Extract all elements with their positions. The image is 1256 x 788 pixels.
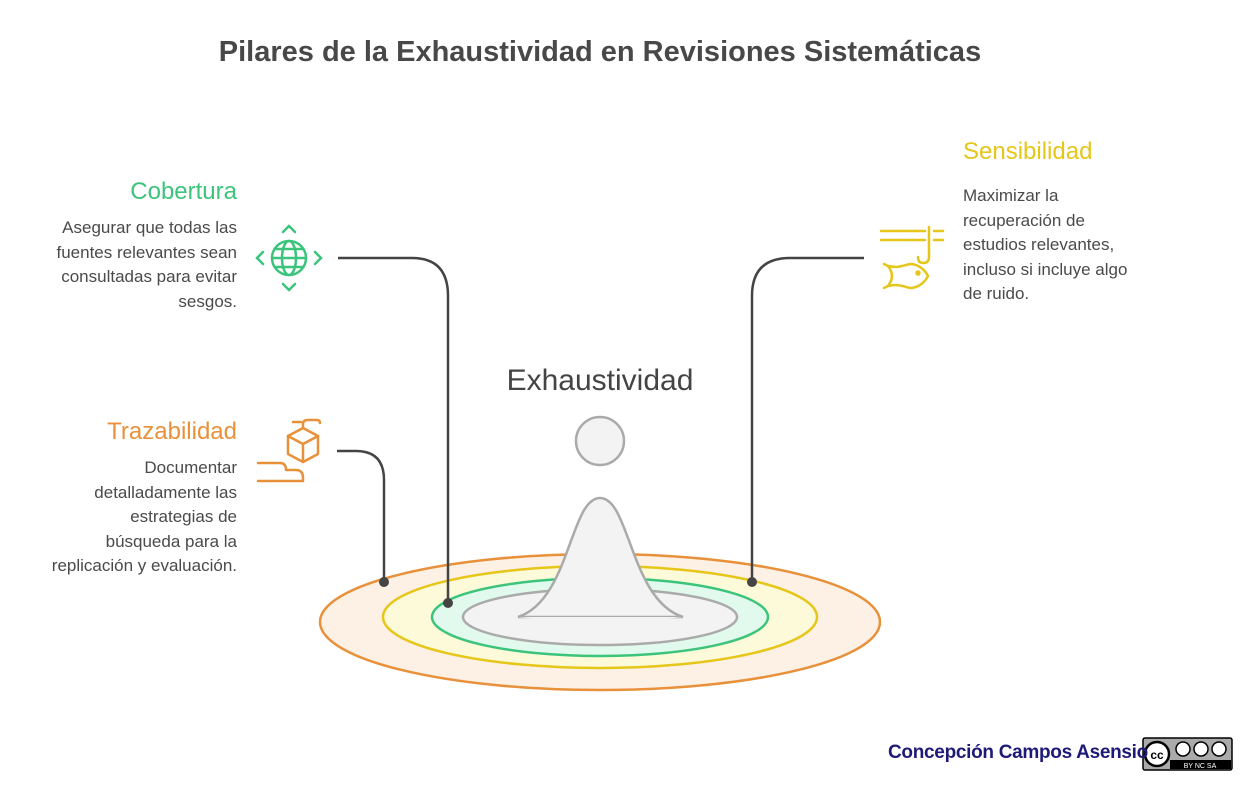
pillar-text-line: Documentar	[144, 458, 237, 477]
pillar-text-line: Maximizar la	[963, 186, 1059, 205]
bell-curve-figure	[517, 496, 684, 619]
pillar-text-line: recuperación de	[963, 210, 1085, 230]
pillar-trazabilidad: Trazabilidad Documentar detalladamente l…	[0, 418, 237, 579]
page-title: Pilares de la Exhaustividad en Revisione…	[218, 36, 982, 68]
hand-box-icon	[256, 418, 322, 483]
pillar-text-line: de ruido.	[963, 284, 1030, 303]
svg-text:BY NC SA: BY NC SA	[1184, 763, 1217, 770]
pillar-title: Trazabilidad	[107, 418, 237, 445]
center-label: Exhaustividad	[506, 364, 694, 397]
pillar-text-line: consultadas para evitar	[61, 267, 237, 286]
svg-text:cc: cc	[1150, 748, 1164, 762]
connector-sensibilidad	[750, 256, 864, 582]
pillar-cobertura: Cobertura Asegurar que todas las fuentes…	[0, 178, 237, 314]
author-credit: Concepción Campos Asensio	[888, 742, 1148, 763]
figure-head	[574, 415, 626, 467]
pillar-text-line: replicación y evaluación.	[51, 556, 237, 575]
connector-trazabilidad	[337, 449, 386, 582]
globe-icon	[255, 224, 323, 292]
pillar-text-line: incluso si incluye algo	[963, 259, 1128, 279]
pillar-title: Sensibilidad	[963, 138, 1093, 165]
pillar-sensibilidad: Sensibilidad Maximizar la recuperación d…	[963, 138, 1223, 307]
pillar-text-line: sesgos.	[178, 291, 237, 311]
cc-license-badge[interactable]: cc BY NC SA	[1142, 737, 1233, 771]
pillar-text-line: estudios relevantes,	[963, 235, 1115, 254]
pillar-text-line: Asegurar que todas las	[62, 218, 237, 237]
pillar-title: Cobertura	[130, 178, 237, 205]
fishing-icon	[879, 225, 945, 290]
pillar-text-line: fuentes relevantes sean	[56, 242, 237, 262]
pillar-text-line: estrategias de	[130, 507, 237, 526]
pillar-text-line: búsqueda para la	[105, 531, 237, 551]
connector-cobertura	[338, 256, 450, 603]
pillar-text-line: detalladamente las	[94, 482, 237, 502]
